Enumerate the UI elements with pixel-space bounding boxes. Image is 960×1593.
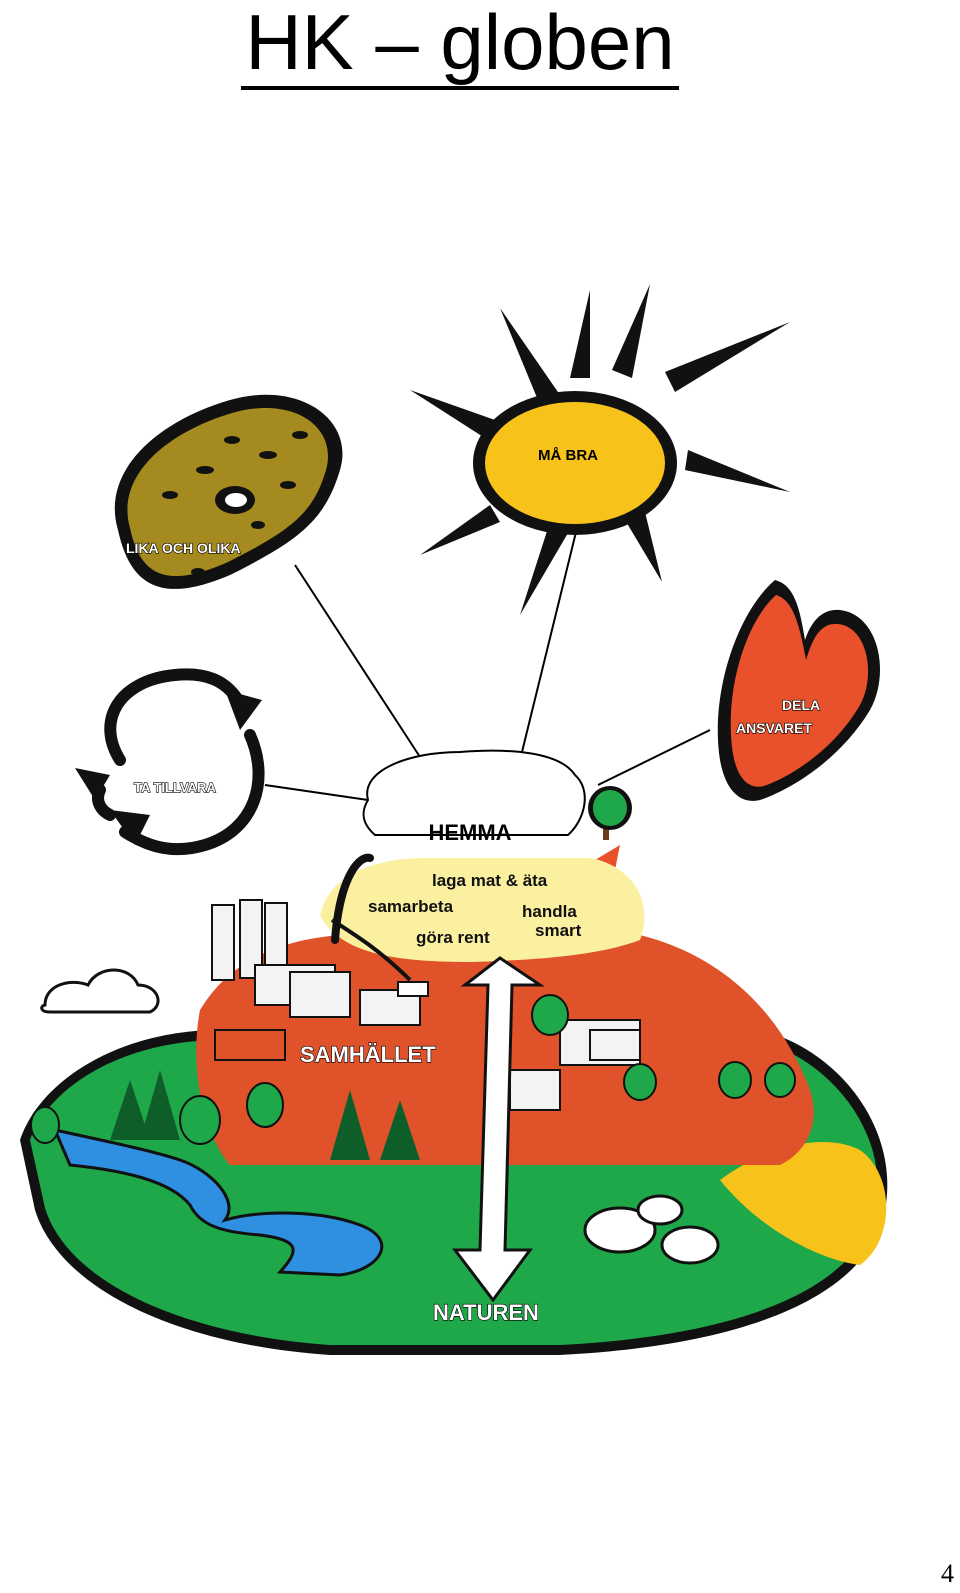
line-recycle-home [264,784,369,801]
line-sun-home [521,527,578,753]
line-potato-home [294,564,421,758]
sun-icon [410,284,790,615]
tree-icon [588,786,632,870]
page-title-text: HK – globen [241,0,679,90]
heart-icon [717,580,880,801]
forest [110,1070,420,1160]
page-number: 4 [941,1559,954,1588]
task-clean: göra rent [416,928,490,947]
heart-label-line1: DELA [782,697,820,713]
connector-lines [264,527,711,801]
task-cooperate: samarbeta [368,897,454,916]
cloud-icon [40,968,160,1014]
task-cook: laga mat & äta [432,871,548,890]
line-heart-home [597,729,711,786]
page-title: HK – globen [0,0,920,90]
recycle-label: TA TILLVARA [134,780,216,795]
nature-label: NATUREN [433,1300,539,1325]
trees [30,994,796,1145]
home-label: HEMMA [428,820,511,845]
potato-icon [114,394,343,589]
sun-label: MÅ BRA [538,447,598,464]
city-buildings [211,899,641,1111]
task-shop-line1: handla [522,902,577,921]
river-icon [52,1127,384,1277]
home-cloud [362,749,586,836]
double-arrow-icon [451,956,545,1303]
potato-label: LIKA OCH OLIKA [126,540,241,556]
task-shop-line2: smart [535,921,582,940]
heart-label-line2: ANSVARET [736,720,812,736]
hk-globe-diagram: MÅ BRA LIKA OCH OLIKA DELA ANSVARET [20,284,888,1355]
recycle-arrowheads [75,690,262,845]
rocks [583,1194,720,1265]
society-label: SAMHÄLLET [300,1042,436,1067]
